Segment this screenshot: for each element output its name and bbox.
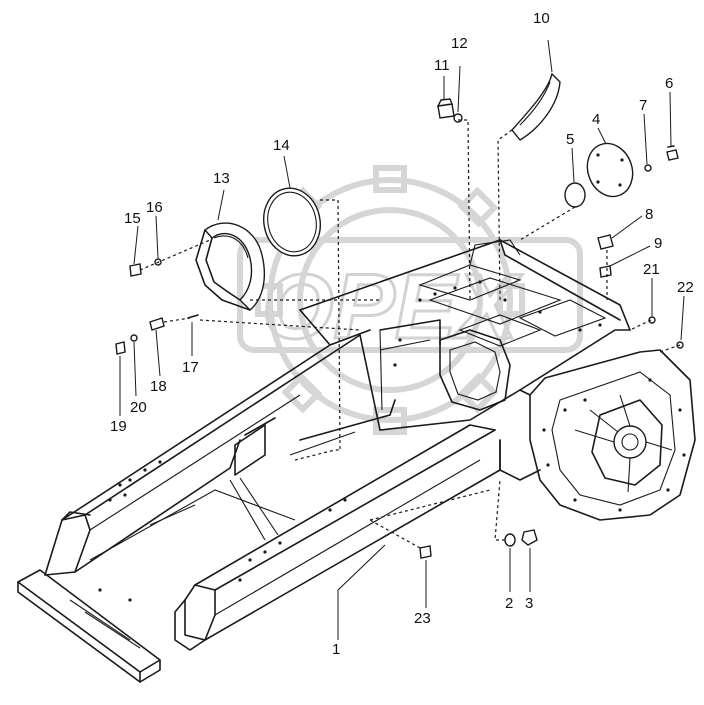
callout-3: 3 bbox=[525, 595, 533, 612]
main-frame bbox=[17, 239, 696, 683]
callout-6: 6 bbox=[665, 75, 673, 92]
callout-14: 14 bbox=[273, 137, 290, 154]
callout-12: 12 bbox=[451, 35, 468, 52]
callout-18: 18 bbox=[150, 378, 167, 395]
leader-lines bbox=[119, 39, 685, 640]
watermark-text: OPEX bbox=[262, 256, 522, 358]
callout-13: 13 bbox=[213, 170, 230, 187]
callout-7: 7 bbox=[639, 97, 647, 114]
callout-11: 11 bbox=[434, 57, 450, 74]
part-13-segment-ring bbox=[195, 222, 266, 311]
frame-bolt-dots bbox=[98, 280, 686, 602]
part-5-seal-ring bbox=[564, 182, 586, 208]
callout-20: 20 bbox=[130, 399, 147, 416]
callout-4: 4 bbox=[592, 111, 600, 128]
callout-22: 22 bbox=[677, 279, 694, 296]
part-10-curved-cover bbox=[511, 72, 561, 141]
callout-8: 8 bbox=[645, 206, 653, 223]
callout-5: 5 bbox=[566, 131, 574, 148]
callout-16: 16 bbox=[146, 199, 163, 216]
callout-1: 1 bbox=[332, 641, 340, 658]
callout-17: 17 bbox=[182, 359, 199, 376]
callout-19: 19 bbox=[110, 418, 127, 435]
callout-23: 23 bbox=[414, 610, 431, 627]
part-14-o-ring-inner bbox=[267, 191, 317, 253]
part-14-o-ring bbox=[263, 187, 321, 257]
callout-10: 10 bbox=[533, 10, 550, 27]
callout-15: 15 bbox=[124, 210, 141, 227]
assembly-guide-lines bbox=[139, 119, 681, 549]
callout-labels: 1 2 3 4 5 6 7 8 9 10 11 12 13 14 15 16 1… bbox=[110, 10, 694, 658]
callout-9: 9 bbox=[654, 235, 662, 252]
part-4-round-plate bbox=[586, 142, 634, 198]
watermark: OPEX bbox=[237, 165, 583, 435]
callout-21: 21 bbox=[643, 261, 660, 278]
callout-2: 2 bbox=[505, 595, 513, 612]
